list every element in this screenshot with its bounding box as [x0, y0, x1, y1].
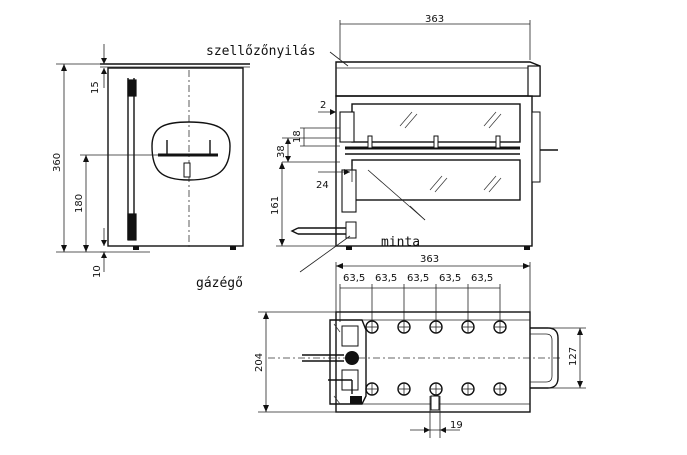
dim-38: 38 — [276, 145, 287, 158]
svg-text:363: 363 — [425, 14, 444, 25]
dim-spacing-3: 63,5 — [407, 273, 429, 284]
dim-18: 18 — [292, 130, 303, 143]
dim-204: 204 — [254, 353, 265, 372]
dim-24: 24 — [316, 180, 329, 191]
dim-161: 161 — [270, 196, 281, 215]
dim-spacing-2: 63,5 — [375, 273, 397, 284]
dim-2: 2 — [320, 100, 326, 111]
plan-view: 363 63,5 63,5 63,5 63,5 63,5 — [254, 254, 586, 438]
dim-spacing-5: 63,5 — [471, 273, 493, 284]
dim-15: 15 — [90, 81, 101, 94]
dim-127: 127 — [568, 347, 579, 366]
dim-spacing-4: 63,5 — [439, 273, 461, 284]
label-vent: szellőzőnyilás — [206, 44, 316, 59]
plan-holes — [365, 320, 507, 396]
dim-19: 19 — [450, 420, 463, 431]
dim-363: 363 — [420, 254, 439, 265]
dim-180: 180 — [74, 194, 85, 213]
side-section-view: 363 — [270, 14, 558, 273]
dim-360: 360 — [52, 153, 63, 172]
label-sample: minta — [381, 235, 420, 250]
dim-spacing-1: 63,5 — [343, 273, 365, 284]
plan-burner-assembly — [302, 319, 367, 405]
dim-10: 10 — [92, 265, 103, 278]
front-view: 15 360 180 10 — [52, 44, 250, 278]
label-burner: gázégő — [196, 276, 243, 291]
